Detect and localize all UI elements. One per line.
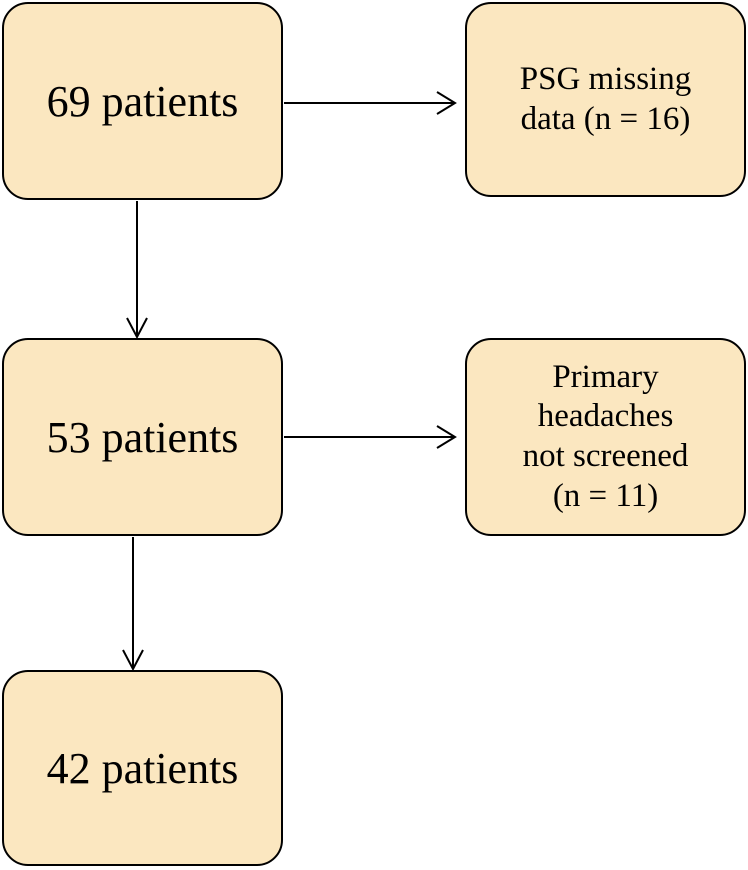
psg-missing-label: PSG missing data (n = 16) <box>519 60 692 137</box>
patients-53-label: 53 patients <box>46 412 239 462</box>
headaches-not-screened-label: Primary headaches not screened (n = 11) <box>522 358 689 514</box>
patients-53-box: 53 patients <box>2 338 283 536</box>
psg-missing-box: PSG missing data (n = 16) <box>465 2 746 197</box>
patients-42-label: 42 patients <box>46 743 239 793</box>
arrow-69-to-excluded <box>284 91 457 115</box>
patients-42-box: 42 patients <box>2 670 283 866</box>
arrow-53-to-excluded <box>284 425 457 449</box>
headaches-not-screened-box: Primary headaches not screened (n = 11) <box>465 338 746 536</box>
arrow-53-to-42 <box>122 537 144 672</box>
arrow-69-to-53 <box>126 201 148 340</box>
patients-69-box: 69 patients <box>2 2 283 200</box>
patients-69-label: 69 patients <box>46 76 239 126</box>
